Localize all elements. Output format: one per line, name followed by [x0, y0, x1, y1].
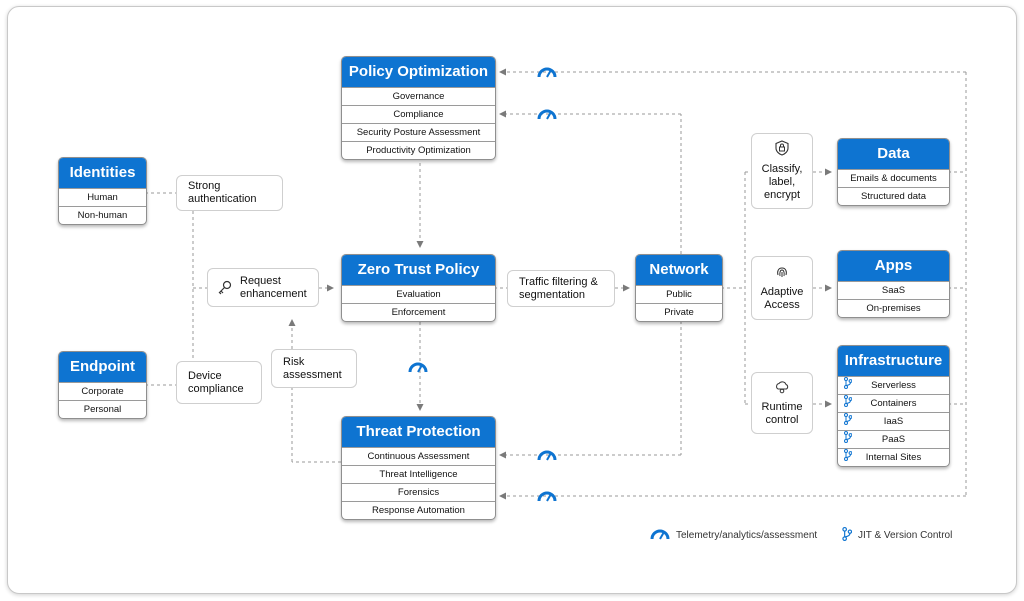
card-title: Identities: [59, 158, 146, 188]
git-branch-icon: [844, 449, 853, 466]
card-row: Threat Intelligence: [342, 465, 495, 483]
apps-card: Apps SaaS On-premises: [837, 250, 950, 318]
shield-lock-icon: [775, 140, 789, 160]
runtime-control-note: Runtime control: [751, 372, 813, 434]
card-row: Governance: [342, 87, 495, 105]
card-title: Network: [636, 255, 722, 285]
fingerprint-icon: [775, 265, 789, 283]
gauge-icon: [650, 527, 676, 544]
card-row-label: PaaS: [881, 434, 906, 445]
key-hand-icon: [216, 279, 234, 297]
card-row: Serverless: [838, 376, 949, 394]
card-row: Emails & documents: [838, 169, 949, 187]
legend-jit: JIT & Version Control: [842, 527, 952, 544]
note-label: Request enhancement: [240, 274, 307, 300]
card-row-label: IaaS: [883, 416, 904, 427]
zero-trust-policy-card: Zero Trust Policy Evaluation Enforcement: [341, 254, 496, 322]
note-label: Strong authentication: [188, 180, 257, 205]
card-title: Apps: [838, 251, 949, 281]
card-row: PaaS: [838, 430, 949, 448]
policy-optimization-card: Policy Optimization Governance Complianc…: [341, 56, 496, 160]
git-branch-icon: [844, 395, 853, 413]
adaptive-access-note: Adaptive Access: [751, 256, 813, 320]
note-label: Runtime control: [761, 400, 803, 426]
strong-authentication-note: Strong authentication: [176, 175, 283, 211]
legend-telemetry: Telemetry/analytics/assessment: [650, 527, 817, 544]
gauge-icon: [537, 67, 557, 78]
git-branch-icon: [844, 377, 853, 395]
endpoint-card: Endpoint Corporate Personal: [58, 351, 147, 419]
network-card: Network Public Private: [635, 254, 723, 322]
card-row-label: Serverless: [871, 380, 916, 391]
data-card: Data Emails & documents Structured data: [837, 138, 950, 206]
note-label: Risk assessment: [283, 355, 342, 381]
gauge-icon: [537, 491, 557, 502]
card-title: Infrastructure: [838, 346, 949, 376]
note-label: Adaptive Access: [760, 285, 804, 311]
card-title: Data: [838, 139, 949, 169]
note-label: Device compliance: [188, 369, 244, 395]
card-row: SaaS: [838, 281, 949, 299]
card-title: Zero Trust Policy: [342, 255, 495, 285]
card-title: Threat Protection: [342, 417, 495, 447]
card-row: Private: [636, 303, 722, 321]
infrastructure-card: Infrastructure Serverless Containers Iaa…: [837, 345, 950, 467]
request-enhancement-note: Request enhancement: [207, 268, 319, 307]
card-row: Continuous Assessment: [342, 447, 495, 465]
device-compliance-note: Device compliance: [176, 361, 262, 404]
gauge-icon: [537, 109, 557, 120]
card-row-label: Internal Sites: [865, 452, 922, 463]
cloud-gear-icon: [774, 380, 790, 398]
git-branch-icon: [842, 527, 858, 544]
identities-card: Identities Human Non-human: [58, 157, 147, 225]
risk-assessment-note: Risk assessment: [271, 349, 357, 388]
card-row: Evaluation: [342, 285, 495, 303]
traffic-filtering-note: Traffic filtering & segmentation: [507, 270, 615, 307]
card-row: Human: [59, 188, 146, 206]
card-row: Forensics: [342, 483, 495, 501]
card-row: Personal: [59, 400, 146, 418]
git-branch-icon: [844, 431, 853, 449]
card-row: Structured data: [838, 187, 949, 205]
card-row: IaaS: [838, 412, 949, 430]
git-branch-icon: [844, 413, 853, 431]
threat-protection-card: Threat Protection Continuous Assessment …: [341, 416, 496, 520]
card-row-label: Containers: [870, 398, 917, 409]
legend-label: Telemetry/analytics/assessment: [676, 530, 818, 541]
card-row: Non-human: [59, 206, 146, 224]
note-label: Traffic filtering & segmentation: [519, 275, 598, 301]
legend-label: JIT & Version Control: [858, 530, 953, 541]
card-row: On-premises: [838, 299, 949, 317]
note-label: Classify, label, encrypt: [761, 163, 803, 201]
card-row: Compliance: [342, 105, 495, 123]
card-row: Productivity Optimization: [342, 141, 495, 159]
card-row: Enforcement: [342, 303, 495, 321]
card-row: Security Posture Assessment: [342, 123, 495, 141]
gauge-icon: [408, 362, 428, 373]
classify-note: Classify, label, encrypt: [751, 133, 813, 209]
card-title: Policy Optimization: [342, 57, 495, 87]
card-row: Response Automation: [342, 501, 495, 519]
card-row: Internal Sites: [838, 448, 949, 466]
gauge-icon: [537, 450, 557, 461]
card-row: Corporate: [59, 382, 146, 400]
card-row: Public: [636, 285, 722, 303]
card-title: Endpoint: [59, 352, 146, 382]
card-row: Containers: [838, 394, 949, 412]
